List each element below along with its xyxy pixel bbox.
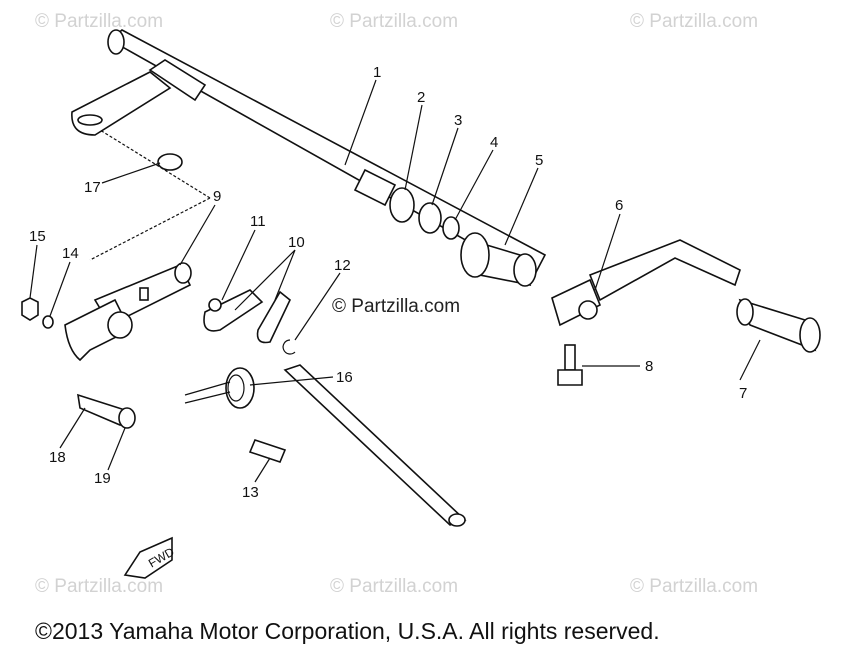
callout-10: 10 <box>288 234 305 251</box>
return-spring <box>184 367 255 409</box>
watermark: © Partzilla.com <box>330 576 458 597</box>
callout-18: 18 <box>49 449 66 466</box>
callout-9: 9 <box>213 188 221 205</box>
callout-12: 12 <box>334 257 351 274</box>
watermark: © Partzilla.com <box>630 576 758 597</box>
callout-11: 11 <box>250 213 266 230</box>
oil-seal <box>389 187 415 223</box>
nut <box>118 407 136 429</box>
callout-16: 16 <box>336 369 353 386</box>
callout-7: 7 <box>739 385 747 402</box>
shift-pedal <box>551 239 741 327</box>
callout-5: 5 <box>535 152 543 169</box>
callout-4: 4 <box>490 134 498 151</box>
pawl <box>256 290 291 344</box>
shift-rod <box>283 364 467 527</box>
shift-arm-assembly <box>64 262 192 362</box>
callout-13: 13 <box>242 484 259 501</box>
callout-17: 17 <box>84 179 101 196</box>
washer <box>418 202 442 234</box>
callout-3: 3 <box>454 112 462 129</box>
washer <box>42 315 54 329</box>
callout-19: 19 <box>94 470 111 487</box>
circlip <box>282 339 296 355</box>
callout-8: 8 <box>645 358 653 375</box>
circlip <box>442 216 460 240</box>
callout-15: 15 <box>29 228 46 245</box>
pawl <box>203 289 264 332</box>
leader-lines <box>29 79 761 483</box>
stopper-bolt <box>77 393 127 427</box>
watermark: © Partzilla.com <box>35 11 163 32</box>
bolt <box>557 344 583 386</box>
pedal-rubber <box>736 298 821 353</box>
washer <box>157 153 183 171</box>
callout-14: 14 <box>62 245 79 262</box>
callout-2: 2 <box>417 89 425 106</box>
watermark-center: © Partzilla.com <box>332 296 460 317</box>
watermark: © Partzilla.com <box>35 576 163 597</box>
watermark: © Partzilla.com <box>330 11 458 32</box>
callout-1: 1 <box>373 64 381 81</box>
nut <box>21 297 39 321</box>
watermark: © Partzilla.com <box>630 11 758 32</box>
collar <box>460 232 537 287</box>
pin <box>248 439 287 463</box>
forward-direction-marker: FWD <box>123 536 177 579</box>
callout-6: 6 <box>615 197 623 214</box>
copyright-notice: ©2013 Yamaha Motor Corporation, U.S.A. A… <box>35 618 660 644</box>
spring <box>208 298 222 312</box>
